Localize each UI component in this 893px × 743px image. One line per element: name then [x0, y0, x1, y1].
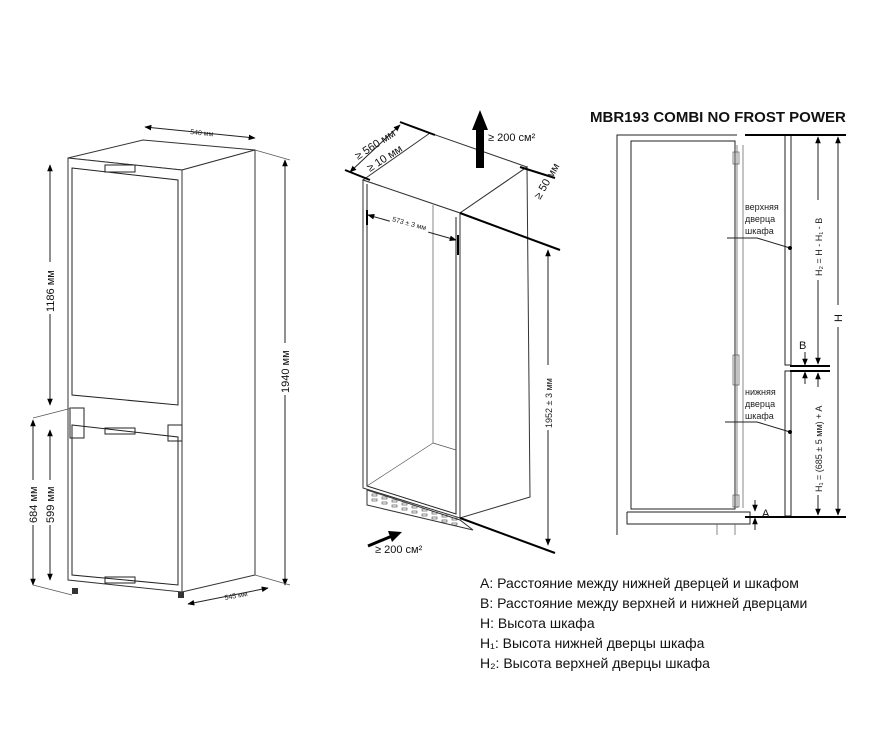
grille-slots — [371, 493, 458, 526]
grille-slot — [381, 501, 388, 505]
grille-slot — [451, 522, 458, 526]
hinge-plate — [69, 407, 85, 439]
fridge-front — [67, 157, 183, 593]
grille-slot — [391, 504, 398, 508]
h2-formula: H₂ = H - H₁ - B — [814, 218, 824, 276]
b-label: B — [799, 340, 806, 352]
fridge-width-label: 540 мм — [190, 129, 214, 138]
cabinet-height-label: 1952 ± 3 мм — [544, 378, 554, 428]
h-label: H — [833, 314, 845, 322]
upper-cabinet-door — [784, 134, 792, 366]
model-title: MBR193 COMBI NO FROST POWER — [590, 109, 846, 126]
lower-door-label-2: дверца — [745, 399, 775, 409]
grille-slot — [421, 508, 428, 512]
lower-height-684-label: 684 мм — [28, 486, 40, 523]
total-height-label: 1940 мм — [280, 350, 292, 393]
fridge-side-body — [630, 140, 736, 510]
upper-height-label: 1186 мм — [45, 270, 57, 312]
vent-in-arrow-icon — [367, 531, 402, 548]
top-bracket — [104, 164, 136, 173]
lower-height-599-label: 599 мм — [45, 486, 57, 523]
foot-right — [178, 592, 184, 598]
grille-slot — [421, 513, 428, 517]
grille-slot — [401, 507, 408, 511]
grille-slot — [371, 498, 378, 502]
bottom-vent-label: ≥ 200 см² — [375, 544, 423, 556]
legend-item-h1: H₁: Высота нижней дверцы шкафа — [480, 635, 705, 651]
legend: A: Расстояние между нижней дверцей и шка… — [480, 575, 807, 671]
a-label: A — [762, 508, 770, 520]
fridge-drawing: 540 мм 1186 мм 1940 мм 684 мм 599 мм 545… — [23, 124, 295, 606]
upper-door — [71, 167, 179, 406]
grille-slot — [381, 496, 388, 500]
foot-left — [72, 588, 78, 594]
hinge-right — [167, 424, 183, 442]
upper-door-label-2: дверца — [745, 214, 775, 224]
cabinet-side — [459, 166, 531, 519]
top-vent-label: ≥ 200 см² — [488, 132, 536, 144]
fridge-depth-label: 545 мм — [224, 591, 248, 602]
grille-slot — [411, 505, 418, 509]
side-view-drawing: MBR193 COMBI NO FROST POWER верхняя двер… — [590, 109, 846, 535]
lower-door-label-1: нижняя — [745, 387, 776, 397]
grille-slot — [411, 510, 418, 514]
legend-item-b: B: Расстояние между верхней и нижней две… — [480, 595, 807, 611]
grille-slot — [441, 514, 448, 518]
back-gap-label: ≥ 50 мм — [532, 161, 562, 201]
upper-door-label-3: шкафа — [745, 226, 774, 236]
upper-door-label-1: верхняя — [745, 202, 779, 212]
cabinet-opening — [362, 179, 461, 519]
legend-item-h2: H₂: Высота верхней дверцы шкафа — [480, 655, 710, 671]
legend-item-h: H: Высота шкафа — [480, 615, 595, 631]
fridge-side — [181, 149, 256, 593]
lower-cabinet-door — [784, 370, 792, 517]
h1-formula: H₁ = (685 ± 5 мм) + A — [814, 406, 824, 492]
lower-door-label-3: шкафа — [745, 411, 774, 421]
grille-slot — [431, 511, 438, 515]
grille-slot — [371, 493, 378, 497]
legend-item-a: A: Расстояние между нижней дверцей и шка… — [480, 575, 799, 591]
bottom-bracket — [104, 576, 136, 584]
grille-slot — [441, 519, 448, 523]
lower-door — [71, 424, 179, 586]
mid-bracket — [104, 427, 136, 435]
cabinet-drawing: ≥ 560 мм ≥ 10 мм ≥ 50 мм 573 ± 3 мм 1952… — [344, 110, 562, 556]
grille-slot — [431, 516, 438, 520]
grille-slot — [451, 517, 458, 521]
vent-up-arrow-icon — [472, 110, 488, 168]
grille-slot — [401, 502, 408, 506]
grille-slot — [391, 499, 398, 503]
